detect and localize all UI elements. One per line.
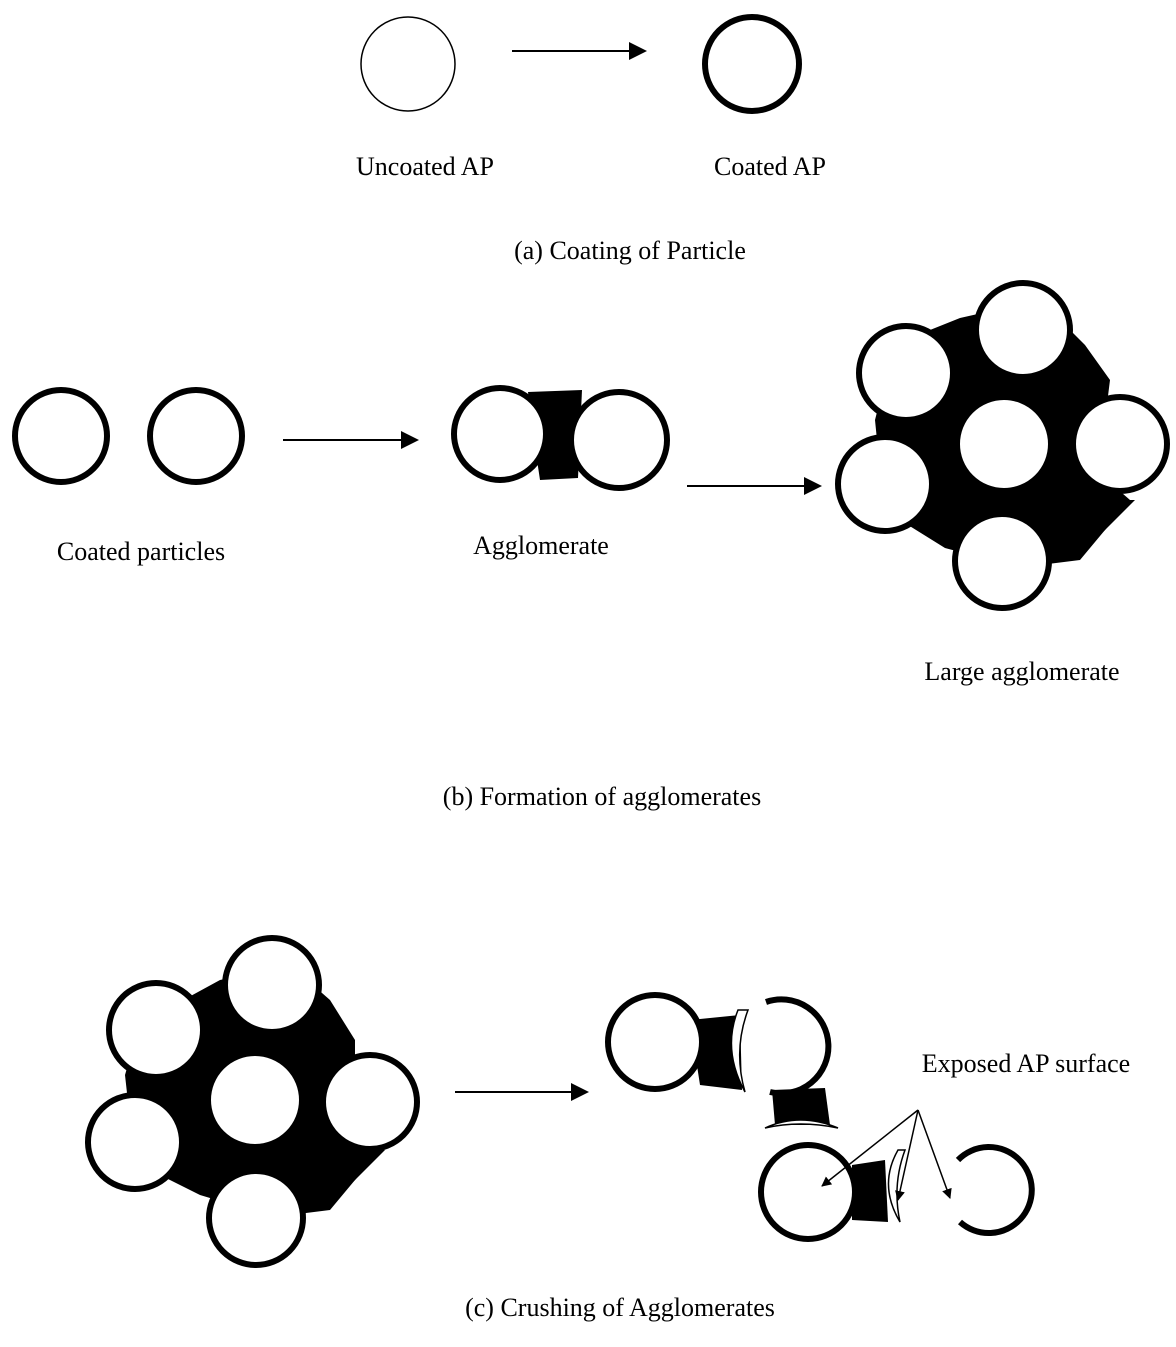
broken-particle-right: [955, 1144, 1035, 1237]
caption-c: (c) Crushing of Agglomerates: [465, 1293, 775, 1322]
panel-c: Exposed AP surface (c) Crushing of Agglo…: [85, 935, 1130, 1322]
caption-a: (a) Coating of Particle: [514, 236, 746, 265]
intact-particle-right: [320, 1052, 420, 1152]
pointer-arrow-1: [821, 1109, 919, 1187]
large-particle-left: [835, 434, 935, 534]
caption-b: (b) Formation of agglomerates: [443, 782, 761, 811]
intact-particle-top-left: [106, 980, 206, 1080]
binder-fragment-3: [852, 1160, 888, 1222]
intact-particle-top: [222, 935, 322, 1035]
crushed-fragments: [605, 992, 1035, 1242]
intact-particle-bottom: [206, 1168, 306, 1268]
pointer-arrow-2: [895, 1109, 919, 1201]
intact-particle-left: [85, 1092, 185, 1192]
pointer-arrow-3: [917, 1109, 952, 1199]
intact-agglomerate: [85, 935, 420, 1268]
exposed-crescent-3: [887, 1149, 907, 1223]
coated-particles-label: Coated particles: [57, 537, 225, 566]
large-particle-top: [973, 280, 1073, 380]
large-particle-top-left: [856, 323, 956, 423]
large-particle-bottom: [952, 511, 1052, 611]
large-agglomerate-label: Large agglomerate: [924, 657, 1119, 686]
panel-a: Uncoated AP Coated AP (a) Coating of Par…: [356, 14, 826, 265]
fragment-particle-bottom-left: [758, 1142, 858, 1242]
small-agglomerate: [451, 385, 670, 491]
large-particle-right: [1070, 394, 1170, 494]
uncoated-ap-label: Uncoated AP: [356, 152, 494, 181]
agglomerate-particle-right: [568, 389, 670, 491]
fragment-particle-left: [605, 992, 705, 1092]
binder-fragment-2: [772, 1088, 830, 1125]
exposed-ap-surface-label: Exposed AP surface: [922, 1049, 1130, 1078]
uncoated-particle: [360, 16, 456, 112]
large-agglomerate: [835, 280, 1170, 611]
intact-particle-center: [205, 1050, 305, 1150]
exposed-crescent-1: [730, 1009, 750, 1093]
binder-spike-intact: [320, 1150, 385, 1210]
coated-ap-label: Coated AP: [714, 152, 826, 181]
exposed-crescent-2: [764, 1119, 839, 1129]
agglomerate-particle-left: [451, 385, 549, 483]
binder-spike: [1070, 500, 1135, 560]
panel-b: Coated particles Agglomerate Large agglo…: [12, 280, 1170, 811]
large-particle-center: [954, 394, 1054, 494]
agglomerate-label: Agglomerate: [473, 531, 609, 560]
coated-particle-1: [12, 387, 110, 485]
coated-particle-2: [147, 387, 245, 485]
coated-particle: [702, 14, 802, 114]
broken-particle-top: [765, 996, 832, 1097]
